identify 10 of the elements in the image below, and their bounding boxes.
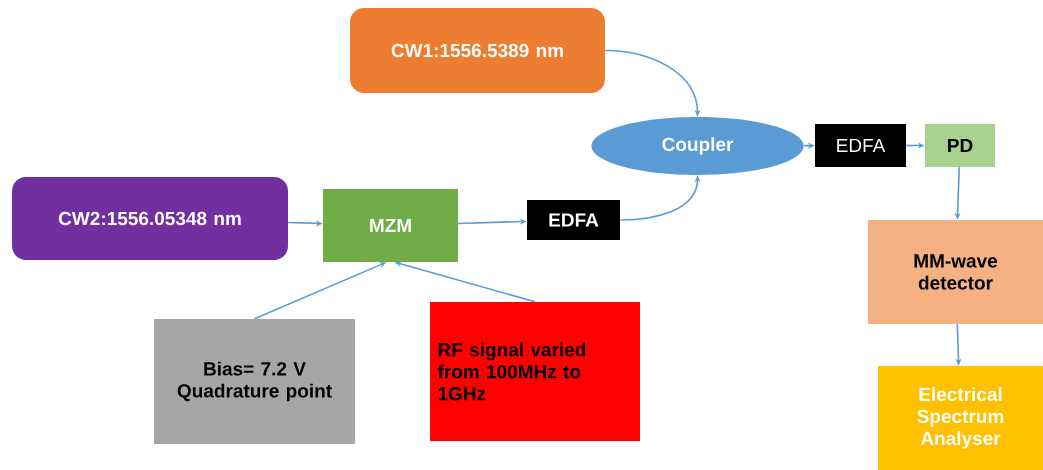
detector-box: MM-wave detector — [868, 220, 1043, 324]
analyser-box: Electrical Spectrum Analyser — [878, 366, 1043, 470]
amplifier-box: EDFA — [815, 124, 906, 167]
amplifier-box: EDFA — [527, 200, 620, 240]
detector-box: PD — [925, 124, 995, 167]
laser-box: CW1:1556.5389 nm — [350, 8, 605, 93]
bias-box: Bias= 7.2 V Quadrature point — [154, 319, 355, 444]
laser-box: CW2:1556.05348 nm — [12, 177, 288, 260]
modulator-box: MZM — [323, 189, 458, 262]
signal-box: RF signal varied from 100MHz to 1GHz — [430, 302, 640, 441]
